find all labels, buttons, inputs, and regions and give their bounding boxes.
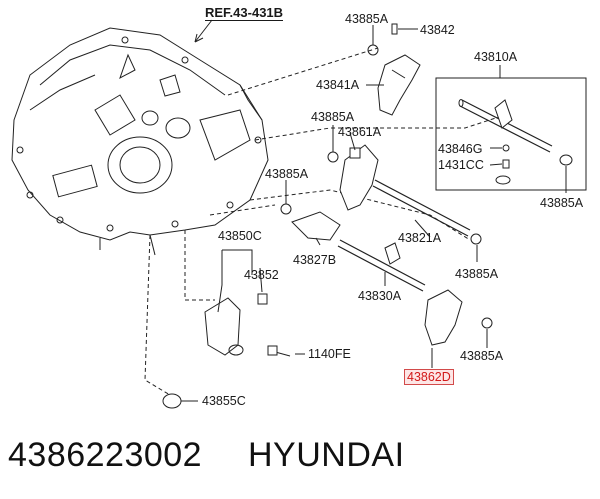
bracket-43850C-drawing: [204, 249, 253, 356]
shaft-43821A: [372, 179, 471, 237]
label-43821A: 43821A: [398, 231, 442, 245]
label-43841A: 43841A: [316, 78, 360, 92]
part-43846G: [502, 144, 510, 152]
shaft-43830A: [337, 239, 426, 292]
leader-lines: [181, 25, 567, 402]
shaft-43810A-drawing: [458, 99, 553, 153]
label-43862D-highlighted: 43862D: [404, 369, 454, 385]
reference-label: REF.43-431B: [205, 5, 284, 21]
label-43885A-left: 43885A: [265, 167, 309, 181]
label-43855C: 43855C: [202, 394, 246, 408]
fork-43862D-drawing: [424, 289, 493, 346]
bolt-1140FE-drawing: [267, 345, 291, 357]
label-43885A-lower: 43885A: [455, 267, 499, 281]
caption: 4386223002 HYUNDAI: [8, 436, 598, 484]
label-43842: 43842: [420, 23, 455, 37]
label-43885A-bottom: 43885A: [460, 349, 504, 363]
pin-43842: [391, 23, 398, 35]
part-1431CC: [502, 159, 510, 169]
label-43861A: 43861A: [338, 125, 382, 139]
bushing-43885A-lower: [470, 233, 482, 245]
label-43885A-mid: 43885A: [311, 110, 355, 124]
label-43852: 43852: [244, 268, 279, 282]
brand-name: HYUNDAI: [248, 436, 405, 474]
fork-43841A-drawing: [367, 44, 421, 116]
label-1431CC: 1431CC: [438, 158, 484, 172]
label-43885A-right: 43885A: [540, 196, 584, 210]
diagram-drawing: [11, 19, 587, 409]
lever-43827B-drawing: [280, 203, 341, 241]
label-1140FE: 1140FE: [308, 347, 351, 361]
assembly-guide-lines: [144, 47, 506, 396]
exploded-parts-diagram: REF.43-431B 43885A 43842 43810A 43841A 4…: [11, 5, 587, 409]
label-43850C: 43850C: [218, 229, 262, 243]
label-43830A: 43830A: [358, 289, 402, 303]
shaft-assembly-box: [435, 77, 587, 191]
bushing-43885A-right: [559, 154, 573, 166]
seal-43855C: [162, 393, 182, 409]
fork-43861A-drawing: [327, 144, 379, 211]
label-43846G: 43846G: [438, 142, 483, 156]
label-43885A-top: 43885A: [345, 12, 389, 26]
part-number: 4386223002: [8, 436, 203, 474]
reference-arrowhead: [194, 33, 204, 43]
reference-leader: [194, 19, 213, 43]
transmission-case-drawing: [11, 27, 269, 256]
shaft-block: [384, 242, 401, 265]
nut-drawing: [495, 175, 511, 185]
label-43827B: 43827B: [293, 253, 337, 267]
label-43810A: 43810A: [474, 50, 518, 64]
part-43852: [257, 293, 268, 305]
